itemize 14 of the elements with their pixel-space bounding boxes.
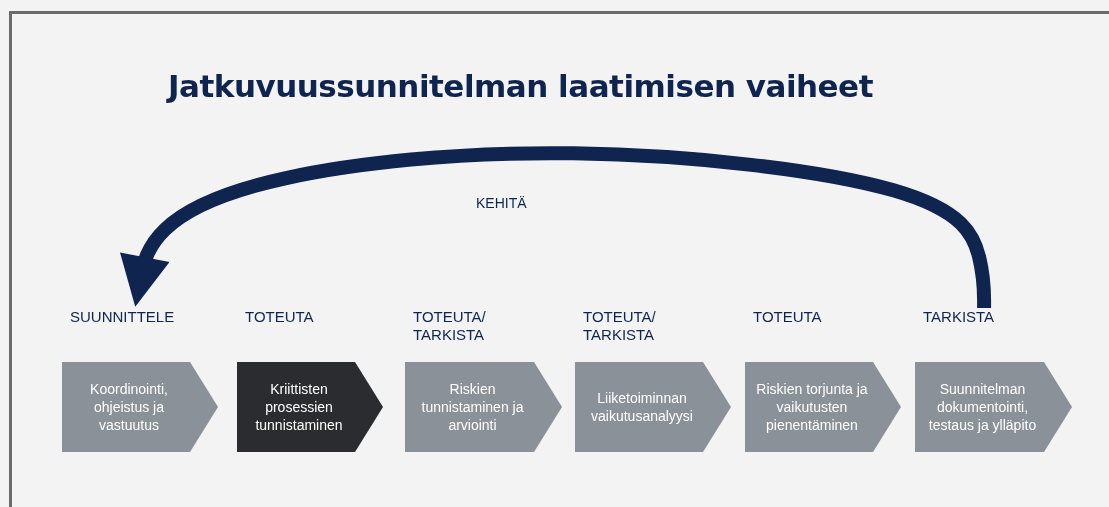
step-text: Liiketoiminnan vaikutusanalyysi [590, 389, 694, 425]
step-text: Riskien torjunta ja vaikutusten pienentäminen [755, 380, 869, 434]
phase-heading: TOTEUTA/ TARKISTA [413, 308, 487, 344]
step-text: Kriittisten prosessien tunnistaminen [254, 380, 344, 434]
phase-heading: SUUNNITTELE [70, 308, 176, 326]
edge-label: KEHITÄ [476, 195, 527, 211]
step-text: Koordinointi, ohjeistus ja vastuutus [89, 380, 169, 434]
phase-heading: TOTEUTA [245, 308, 315, 326]
step-text: Suunnitelman dokumentointi, testaus ja ylläpito [927, 380, 1038, 434]
phase-heading: TOTEUTA [753, 308, 823, 326]
phase-heading: TOTEUTA/ TARKISTA [583, 308, 657, 344]
title: Jatkuvuussunnitelman laatimisen vaiheet [168, 68, 873, 104]
step-text: Riskien tunnistaminen ja arviointi [420, 380, 525, 434]
phase-heading: TARKISTA [923, 308, 996, 326]
